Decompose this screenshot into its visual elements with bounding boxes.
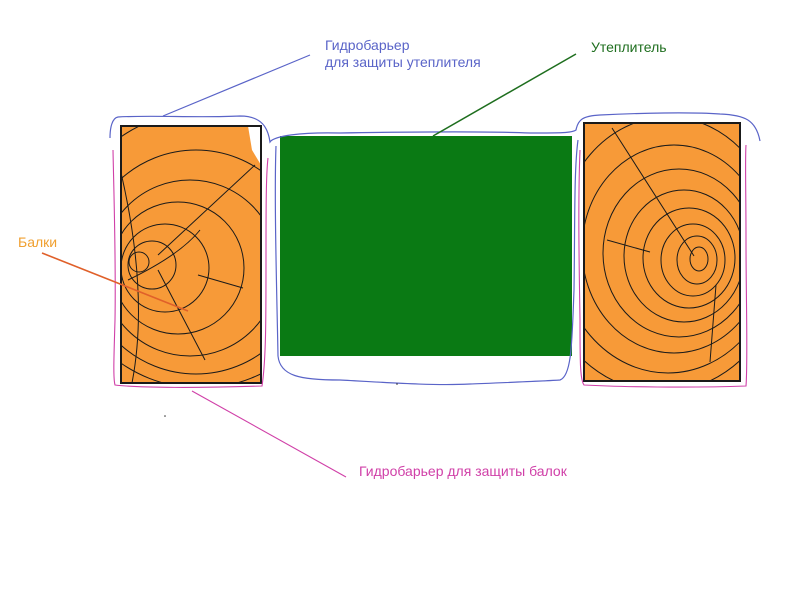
wood-cross-section-icon <box>121 126 261 383</box>
right-beam <box>583 122 741 382</box>
vapor-barrier-middle <box>274 139 579 386</box>
vapor-barrier-label-line1: Гидробарьер <box>325 37 410 53</box>
vapor-barrier-label: Гидробарьер для защиты утеплителя <box>325 37 481 71</box>
stray-dot <box>164 415 166 417</box>
wood-cross-section-icon <box>584 123 740 381</box>
left-beam-outline <box>120 125 262 384</box>
water-barrier-left <box>112 149 269 388</box>
beams-label: Балки <box>18 234 58 250</box>
stray-dot <box>396 383 398 385</box>
left-beam <box>120 125 262 384</box>
vapor-barrier-pointer <box>162 54 311 117</box>
water-barrier-pointer <box>191 390 347 478</box>
insulation-label: Утеплитель <box>591 39 667 55</box>
water-barrier-right <box>578 144 748 388</box>
vapor-barrier-outline <box>109 112 761 144</box>
left-beam-notch <box>248 126 261 165</box>
vapor-barrier-label-line2: для защиты утеплителя <box>325 54 481 70</box>
right-beam-outline <box>583 122 741 382</box>
left-beam-body <box>121 126 261 383</box>
insulation-pointer <box>432 53 577 137</box>
water-barrier-label: Гидробарьер для защиты балок <box>359 463 567 479</box>
insulation-block <box>280 136 572 356</box>
beams-pointer <box>41 252 189 312</box>
